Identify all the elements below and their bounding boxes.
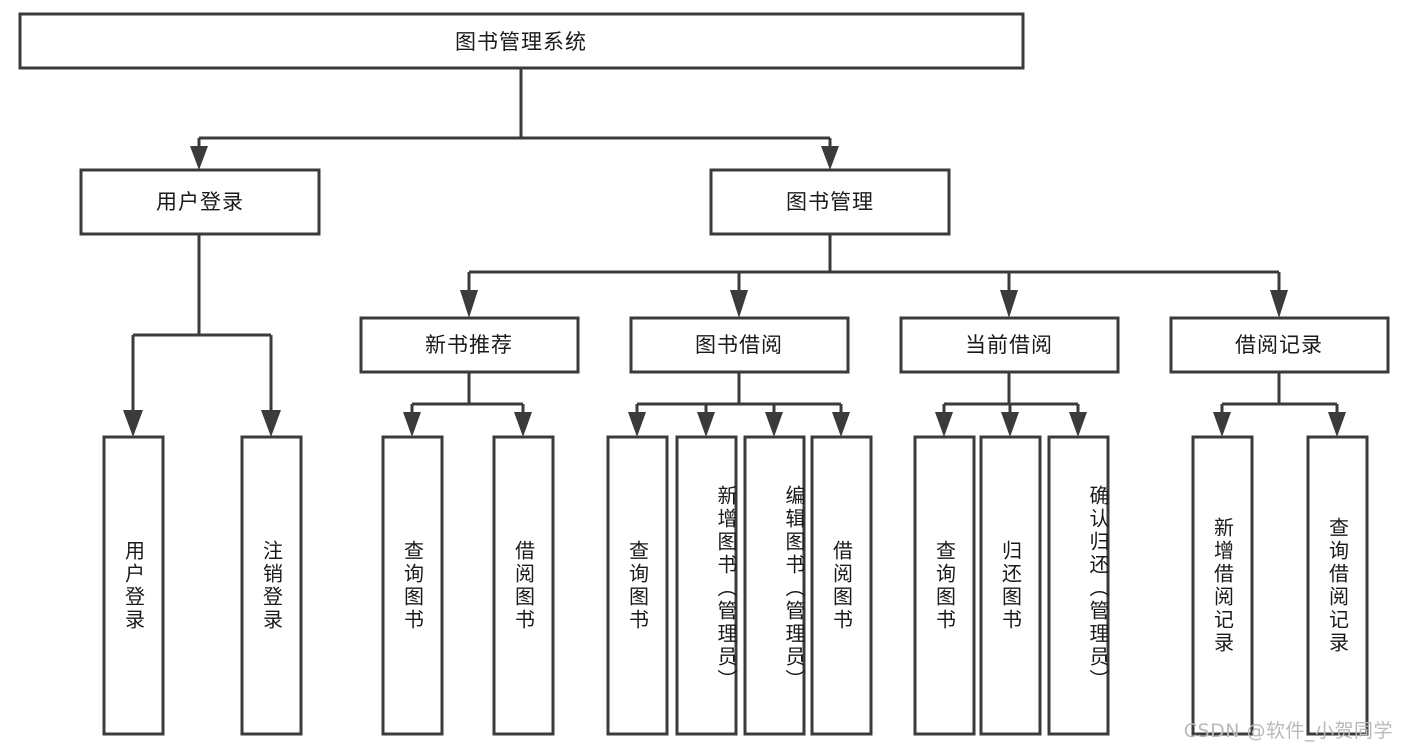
node-leaf-edit-book[interactable] <box>743 435 806 736</box>
arrowhead-leaf-user-logout <box>261 410 281 437</box>
arrowhead-leaf-user-login <box>123 410 143 437</box>
node-leaf-confirm-return[interactable] <box>1047 435 1110 736</box>
node-book-manage[interactable] <box>709 168 951 236</box>
node-layer: 图书管理系统 用户登录 图书管理 新书推荐 图书借阅 当前借阅 借阅记录 <box>18 12 1390 736</box>
node-leaf-add-record[interactable] <box>1191 435 1254 736</box>
arrowhead-leaf-return-book <box>1001 412 1019 437</box>
arrowhead-leaf-edit-book <box>765 412 783 437</box>
arrowhead-user-login <box>190 146 208 170</box>
node-leaf-query-book-2[interactable] <box>606 435 669 736</box>
node-leaf-borrow-book-1[interactable] <box>492 435 555 736</box>
watermark-text: CSDN @软件_小贺同学 <box>1183 720 1393 742</box>
node-leaf-user-login[interactable] <box>102 435 165 736</box>
node-book-borrow-label: 图书借阅 <box>695 333 783 357</box>
node-borrow-record[interactable] <box>1169 316 1390 374</box>
node-user-login-label: 用户登录 <box>156 190 244 214</box>
node-root[interactable] <box>18 12 1025 70</box>
arrowhead-leaf-query-book-2 <box>628 412 646 437</box>
arrowhead-leaf-add-record <box>1213 412 1231 437</box>
node-leaf-return-book[interactable] <box>979 435 1042 736</box>
node-current-borrow[interactable] <box>899 316 1120 374</box>
arrowhead-leaf-query-book-3 <box>935 412 953 437</box>
node-new-book-recommend-label: 新书推荐 <box>425 333 513 357</box>
arrowhead-leaf-query-book-1 <box>403 412 421 437</box>
node-leaf-query-record[interactable] <box>1306 435 1369 736</box>
node-user-login[interactable] <box>79 168 321 236</box>
node-book-manage-label: 图书管理 <box>786 190 874 214</box>
arrowhead-leaf-borrow-book-2 <box>832 412 850 437</box>
node-borrow-record-label: 借阅记录 <box>1235 333 1323 357</box>
node-book-borrow[interactable] <box>629 316 850 374</box>
node-leaf-user-logout[interactable] <box>240 435 303 736</box>
arrowhead-book-borrow <box>730 290 748 318</box>
node-leaf-borrow-book-2[interactable] <box>810 435 873 736</box>
node-new-book-recommend[interactable] <box>359 316 580 374</box>
node-leaf-add-book[interactable] <box>675 435 738 736</box>
arrowhead-leaf-confirm-return <box>1069 412 1087 437</box>
arrowhead-new-book-recommend <box>460 290 478 318</box>
node-leaf-query-book-1[interactable] <box>381 435 444 736</box>
arrowhead-current-borrow <box>1000 290 1018 318</box>
node-root-label: 图书管理系统 <box>455 30 587 54</box>
connector-layer <box>123 68 1346 437</box>
node-leaf-query-book-3[interactable] <box>913 435 976 736</box>
arrowhead-leaf-borrow-book-1 <box>514 412 532 437</box>
arrowhead-borrow-record <box>1270 290 1288 318</box>
arrowhead-book-manage <box>821 146 839 170</box>
node-current-borrow-label: 当前借阅 <box>965 333 1053 357</box>
arrowhead-leaf-add-book <box>697 412 715 437</box>
arrowhead-leaf-query-record <box>1328 412 1346 437</box>
